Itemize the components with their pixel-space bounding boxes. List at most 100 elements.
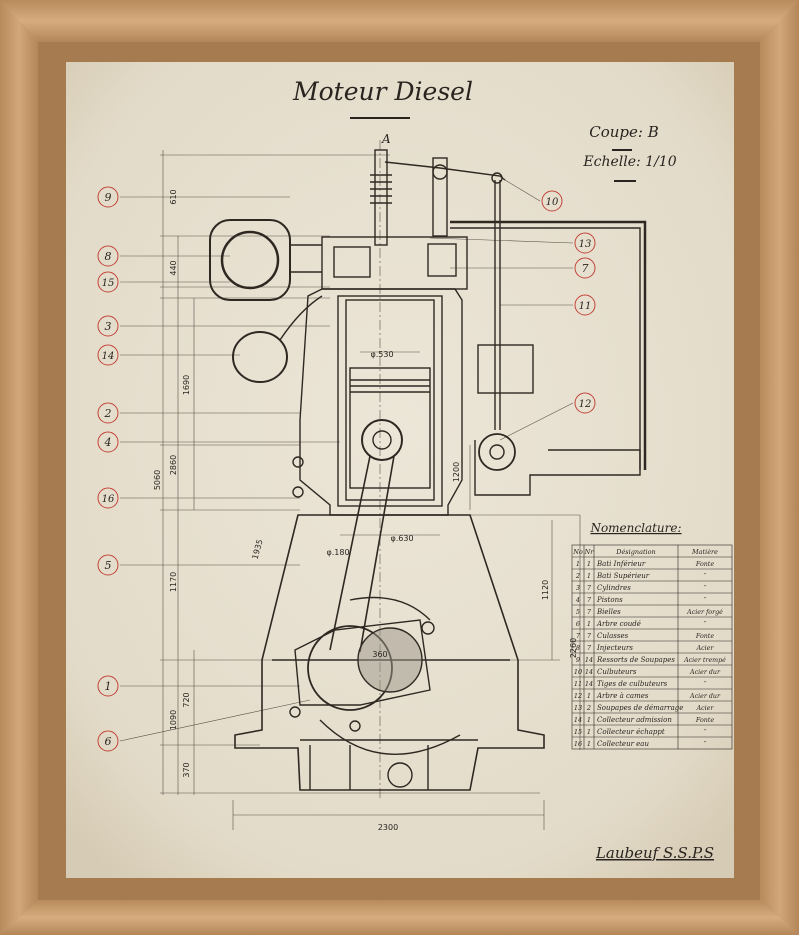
section-label: Coupe: B	[589, 123, 659, 141]
dim-2860: 2860	[169, 455, 178, 475]
callout-11: 11	[574, 294, 596, 316]
nomenclature-heading: Nomenclature:	[589, 521, 681, 535]
nomenclature-cell: Fonte	[695, 633, 714, 640]
dimension-labels: 610 440 1690 2860 5060 1170 720 1090 370…	[153, 189, 578, 832]
dim-1120: 1120	[541, 580, 550, 600]
nomenclature-col-header: Désignation	[615, 548, 656, 556]
nomenclature-cell: ″	[704, 741, 707, 748]
svg-text:2: 2	[104, 407, 112, 420]
dim-d630: φ.630	[390, 534, 413, 543]
nomenclature-cell: 1	[587, 740, 591, 748]
nomenclature-cell: ″	[704, 621, 707, 628]
dim-440: 440	[169, 260, 178, 275]
paper-sheet	[66, 62, 734, 878]
dim-370: 370	[182, 762, 191, 777]
nomenclature-cell: 14	[585, 680, 593, 688]
nomenclature-cell: Acier forgé	[686, 609, 723, 616]
nomenclature-col-header: Matière	[691, 548, 718, 556]
nomenclature-cell: Cylindres	[597, 584, 631, 592]
dim-360: 360	[372, 650, 387, 659]
nomenclature-cell: Acier	[696, 705, 715, 712]
nomenclature-cell: Acier dur	[689, 669, 721, 676]
nomenclature-cell: Arbre à cames	[596, 692, 649, 700]
callout-10: 10	[541, 190, 563, 212]
nomenclature-cell: Bati Inférieur	[596, 560, 646, 568]
nomenclature-cell: Collecteur échappt	[597, 728, 665, 736]
nomenclature-cell: 15	[574, 728, 582, 736]
nomenclature-cell: 1	[587, 620, 591, 628]
callout-markers: 9 8 15 3 14 2 4 16 5 1 6 10 13 7 11 12	[97, 186, 596, 752]
callout-13: 13	[574, 232, 596, 254]
nomenclature-cell: 1	[587, 560, 591, 568]
svg-text:14: 14	[102, 351, 115, 362]
drawing-title: Moteur Diesel	[292, 77, 473, 106]
nomenclature-cell: 7	[587, 596, 592, 604]
nomenclature-cell: Acier trempé	[683, 657, 726, 664]
nomenclature-col-header: No	[572, 548, 583, 556]
svg-text:10: 10	[546, 197, 559, 208]
nomenclature-cell: Soupapes de démarrage	[597, 704, 683, 712]
nomenclature-cell: 8	[576, 644, 580, 652]
nomenclature-cell: 7	[587, 608, 592, 616]
nomenclature-cell: 11	[574, 680, 582, 688]
callout-7: 7	[574, 257, 596, 279]
svg-text:13: 13	[579, 239, 592, 250]
svg-text:8: 8	[105, 250, 112, 263]
nomenclature-cell: 5	[576, 608, 580, 616]
dim-1090: 1090	[169, 710, 178, 730]
svg-text:9: 9	[105, 191, 112, 204]
nomenclature-cell: 14	[585, 668, 593, 676]
nomenclature-cell: Acier dur	[689, 693, 721, 700]
svg-text:1: 1	[105, 680, 112, 693]
nomenclature-cell: 7	[587, 584, 592, 592]
dim-1690: 1690	[182, 375, 191, 395]
nomenclature-cell: ″	[704, 585, 707, 592]
callout-2: 2	[97, 402, 119, 424]
nomenclature-cell: Bielles	[596, 608, 621, 616]
nomenclature-cell: 3	[576, 584, 580, 592]
dim-2260: 2260	[569, 638, 578, 658]
dim-5060: 5060	[153, 470, 162, 490]
nomenclature-cell: 4	[575, 596, 580, 604]
nomenclature-cell: 7	[587, 632, 592, 640]
nomenclature-cell: Culasses	[597, 632, 629, 640]
callout-5: 5	[97, 554, 119, 576]
dim-2300: 2300	[378, 823, 398, 832]
detail-mark: A	[381, 132, 391, 146]
dim-1170: 1170	[169, 572, 178, 592]
nomenclature-cell: Bati Supérieur	[596, 572, 650, 580]
nomenclature-cell: 14	[585, 656, 593, 664]
svg-text:4: 4	[104, 436, 112, 449]
dim-720: 720	[182, 692, 191, 707]
callout-12: 12	[574, 392, 596, 414]
nomenclature-cell: 16	[574, 740, 582, 748]
nomenclature-cell: 7	[576, 632, 581, 640]
nomenclature-cell: 1	[576, 560, 580, 568]
nomenclature-cell: ″	[704, 729, 707, 736]
callout-14: 14	[97, 344, 119, 366]
nomenclature-cell: Culbuteurs	[597, 668, 637, 676]
nomenclature-cell: ″	[704, 681, 707, 688]
svg-text:5: 5	[105, 559, 112, 572]
svg-text:15: 15	[102, 278, 115, 289]
nomenclature-cell: 9	[576, 656, 580, 664]
nomenclature-cell: 13	[574, 704, 582, 712]
dim-1200: 1200	[452, 462, 461, 482]
nomenclature-cell: 7	[587, 644, 592, 652]
nomenclature-cell: 1	[587, 692, 591, 700]
nomenclature-cell: 14	[574, 716, 582, 724]
engine-section-drawing	[119, 140, 647, 830]
nomenclature-cell: 1	[587, 716, 591, 724]
dim-d530: φ.530	[370, 350, 393, 359]
callout-4: 4	[97, 431, 119, 453]
nomenclature-cell: Collecteur eau	[597, 740, 649, 748]
callout-9: 9	[97, 186, 119, 208]
svg-text:11: 11	[579, 301, 592, 312]
scale-label: Echelle: 1/10	[582, 154, 676, 170]
nomenclature-cell: Pistons	[596, 596, 623, 604]
nomenclature-cell: 12	[574, 692, 582, 700]
nomenclature-cell: ″	[704, 597, 707, 604]
